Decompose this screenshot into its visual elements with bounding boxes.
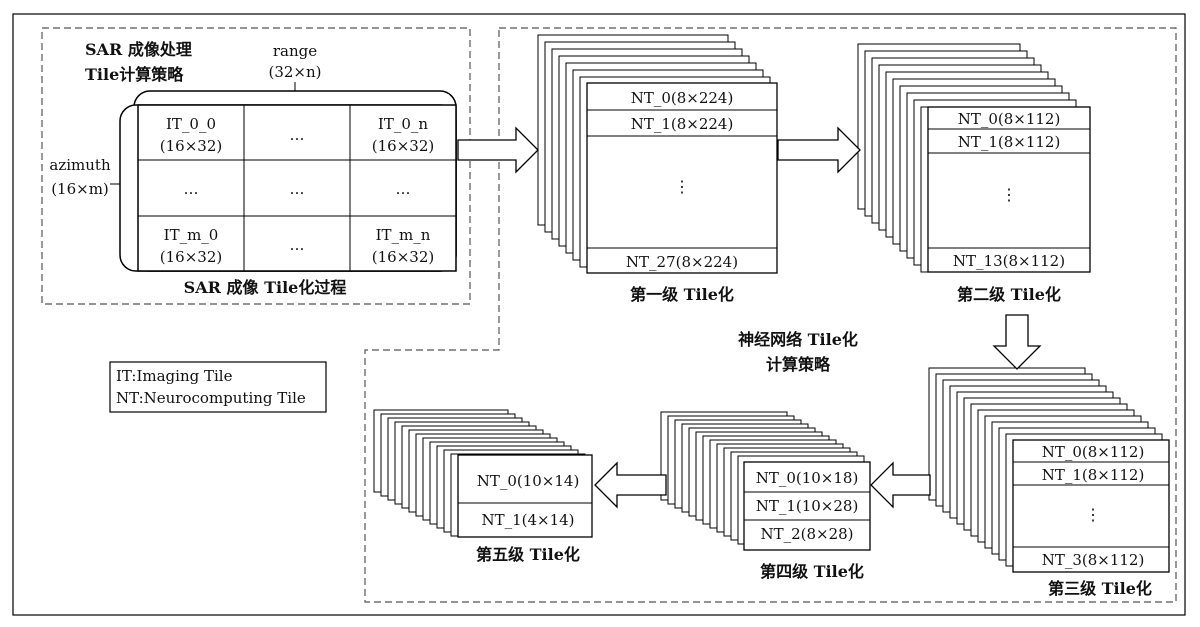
legend-it: IT:Imaging Tile xyxy=(116,367,233,385)
level4-row1: NT_1(10×28) xyxy=(756,497,859,515)
level3-front-box xyxy=(1012,439,1170,573)
level2-row-last: NT_13(8×112) xyxy=(953,252,1065,270)
level5-row1: NT_1(4×14) xyxy=(481,511,574,529)
arrow-level1-to-level2 xyxy=(777,126,861,174)
level5-row0: NT_0(10×14) xyxy=(477,472,580,490)
sar-tile-grid xyxy=(137,104,457,272)
level3-row0: NT_0(8×112) xyxy=(1042,443,1145,461)
grid-cell-r0c2-l2: (16×32) xyxy=(372,137,434,155)
level2-row0: NT_0(8×112) xyxy=(958,110,1061,128)
grid-cell-r1c0: … xyxy=(184,180,199,198)
sar-title-line1: SAR 成像处理 xyxy=(85,40,192,59)
arrow-level2-to-level3 xyxy=(992,314,1042,370)
arrow-level3-to-level4 xyxy=(870,461,931,509)
grid-cell-r0c1: … xyxy=(290,126,305,144)
grid-cell-r0c2-l1: IT_0_n xyxy=(378,115,428,133)
grid-cell-r2c2-l2: (16×32) xyxy=(372,248,434,266)
sar-caption: SAR 成像 Tile化过程 xyxy=(184,278,347,297)
grid-cell-r0c0-l2: (16×32) xyxy=(160,137,222,155)
level1-row-ellipsis: ⋮ xyxy=(674,177,690,196)
level1-row1: NT_1(8×224) xyxy=(631,115,734,133)
sar-region-border xyxy=(41,27,471,305)
level5-front-box xyxy=(457,454,593,538)
level2-front-box xyxy=(927,106,1091,273)
level1-caption: 第一级 Tile化 xyxy=(630,285,734,304)
level1-row-last: NT_27(8×224) xyxy=(626,253,738,271)
sar-title-line2: Tile计算策略 xyxy=(85,65,184,84)
level3-caption: 第三级 Tile化 xyxy=(1048,579,1152,598)
level4-row2: NT_2(8×28) xyxy=(760,525,853,543)
nn-title-line1: 神经网络 Tile化 xyxy=(738,330,858,349)
level4-caption: 第四级 Tile化 xyxy=(760,562,864,581)
level4-front-box xyxy=(743,461,871,551)
level5-caption: 第五级 Tile化 xyxy=(476,545,580,564)
level2-row1: NT_1(8×112) xyxy=(958,133,1061,151)
azimuth-label: azimuth xyxy=(49,156,111,174)
grid-cell-r2c2-l1: IT_m_n xyxy=(376,226,431,244)
grid-cell-r2c1: … xyxy=(290,236,305,254)
grid-cell-r2c0-l1: IT_m_0 xyxy=(164,226,219,244)
level2-caption: 第二级 Tile化 xyxy=(957,285,1061,304)
level1-row0: NT_0(8×224) xyxy=(631,89,734,107)
level3-row-ellipsis: ⋮ xyxy=(1085,505,1101,524)
range-size: (32×n) xyxy=(268,63,321,81)
arrow-sar-to-level1 xyxy=(457,126,539,174)
azimuth-size: (16×m) xyxy=(51,180,109,198)
grid-cell-r0c0-l1: IT_0_0 xyxy=(166,115,216,133)
grid-cell-r1c2: … xyxy=(396,180,411,198)
nn-title-line2: 计算策略 xyxy=(766,355,831,374)
level1-front-box xyxy=(586,82,778,274)
grid-cell-r2c0-l2: (16×32) xyxy=(160,248,222,266)
range-label: range xyxy=(273,42,317,60)
level3-row1: NT_1(8×112) xyxy=(1042,466,1145,484)
level4-row0: NT_0(10×18) xyxy=(756,469,859,487)
legend-box xyxy=(109,361,327,413)
level3-row-last: NT_3(8×112) xyxy=(1042,551,1145,569)
legend-nt: NT:Neurocomputing Tile xyxy=(116,389,306,407)
grid-cell-r1c1: … xyxy=(290,180,305,198)
arrow-level4-to-level5 xyxy=(594,461,667,509)
level2-row-ellipsis: ⋮ xyxy=(1001,185,1017,204)
outer-frame xyxy=(12,13,1186,616)
nn-region-border xyxy=(364,27,1177,603)
